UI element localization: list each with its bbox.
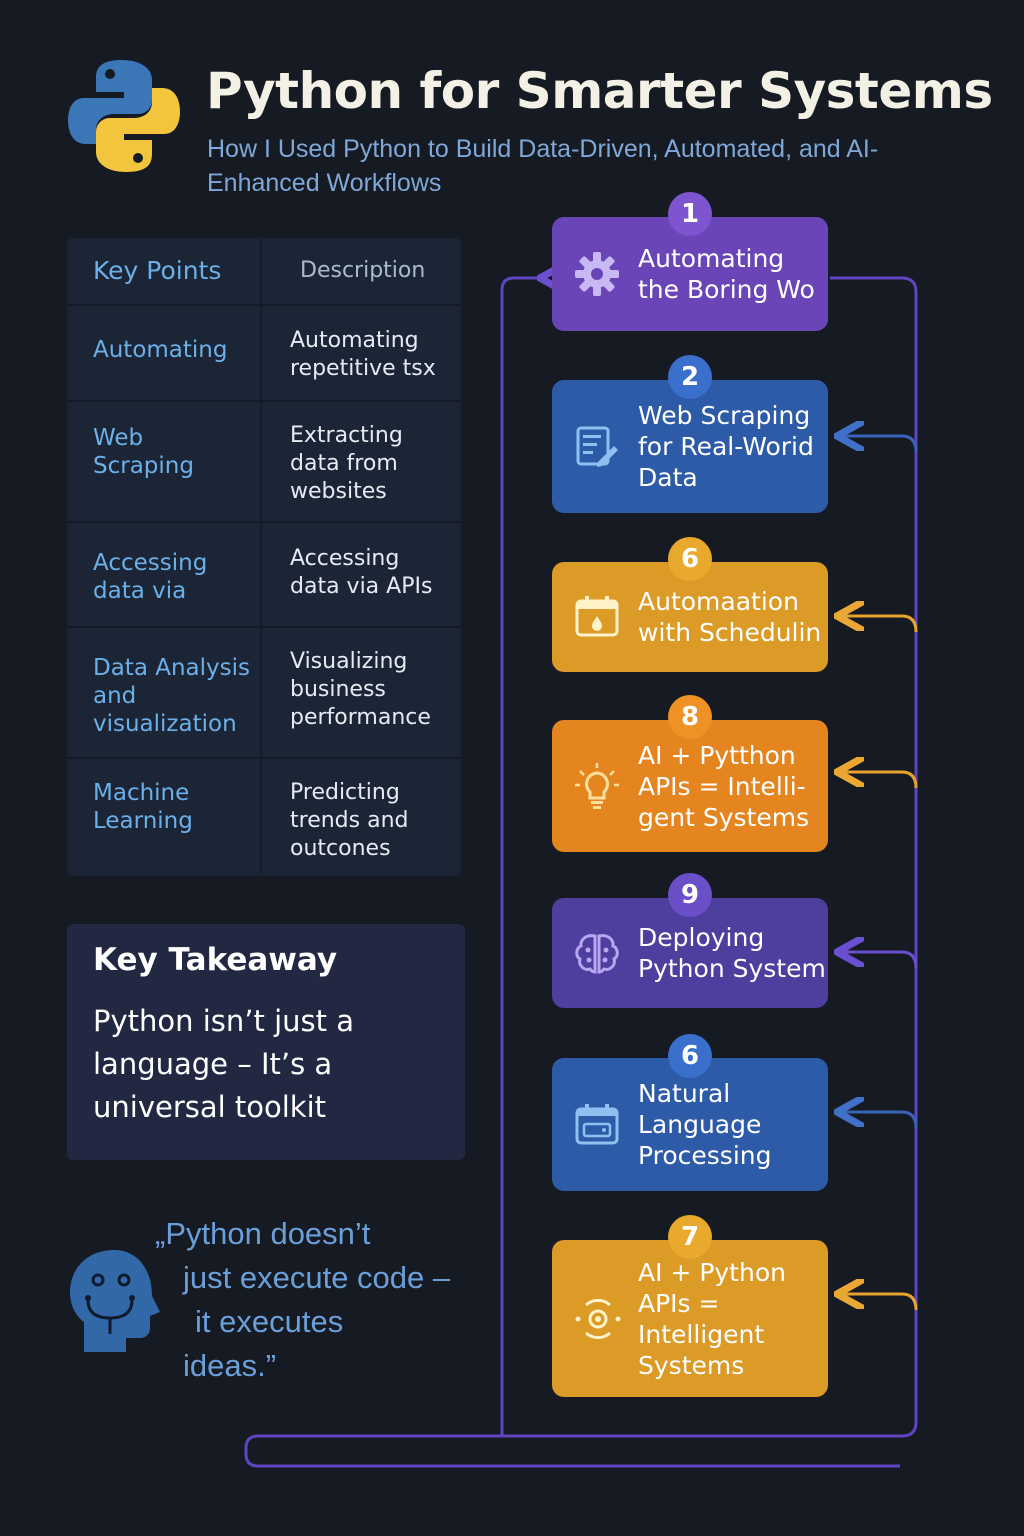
connector-to-step-6a (840, 616, 918, 633)
key-points-table: Key Points Description Automating Automa… (67, 238, 461, 876)
step-number-badge: 7 (668, 1215, 712, 1259)
step-label: Web Scraping for Real-Worid Data (638, 401, 814, 492)
step-number-badge: 6 (668, 1034, 712, 1078)
step-number-badge: 2 (668, 355, 712, 399)
step-card-web-scraping[interactable]: Web Scraping for Real-Worid Data (552, 380, 828, 513)
table-cell-description: Extracting data from websites (260, 402, 461, 521)
table-cell-point: Machine Learning (93, 780, 193, 834)
step-label: Automating the Boring Wo (638, 244, 815, 304)
connector-to-step-2 (840, 436, 918, 453)
step-number-badge: 9 (668, 873, 712, 917)
calendar-icon (575, 596, 619, 637)
table-cell-description: Accessing data via APIs (260, 523, 461, 626)
quote-line: „Python doesn’t (155, 1216, 371, 1251)
table-cell-description: Predicting trends and outcones (260, 759, 461, 874)
step-label: Deploying Python System (638, 923, 826, 983)
step-number-badge: 1 (668, 192, 712, 236)
quote-line: it executes (195, 1304, 344, 1339)
gear-icon (575, 252, 619, 296)
lightbulb-icon (575, 763, 619, 809)
takeaway-title: Key Takeaway (93, 942, 338, 978)
table-cell-point: Automating (93, 337, 228, 363)
head-idea-icon (70, 1250, 160, 1352)
connector-to-step-8 (840, 772, 918, 789)
table-row: Accessing data via Accessing data via AP… (67, 523, 461, 628)
table-row: Web Scraping Extracting data from websit… (67, 402, 461, 523)
table-cell-point: Accessing data via (93, 550, 208, 604)
step-label: Automaation with Schedulin (638, 587, 822, 647)
step-card-ai-intelligent[interactable]: AI + Python APIs = Intelligent Systems (552, 1240, 828, 1397)
quote-line: ideas.” (183, 1348, 277, 1383)
step-card-nlp[interactable]: Natural Language Processing (552, 1058, 828, 1191)
step-number-badge: 8 (668, 695, 712, 739)
table-cell-point: Web Scraping (93, 425, 194, 479)
document-edit-icon (576, 426, 618, 467)
table-header-description: Description (260, 238, 461, 304)
step-label: AI + Python APIs = Intelligent Systems (638, 1257, 786, 1380)
table-row: Automating Automating repetitive tsx (67, 306, 461, 402)
key-takeaway-card: Key Takeaway Python isn’t just a languag… (67, 924, 465, 1160)
step-number-badge: 6 (668, 537, 712, 581)
table-row: Data Analysis and visualization Visualiz… (67, 628, 461, 759)
page-subtitle: How I Used Python to Build Data-Driven, … (207, 135, 879, 197)
takeaway-body: Python isn’t just a language – It’s a un… (93, 1004, 354, 1124)
page-title: Python for Smarter Systems (206, 62, 993, 120)
step-label: Natural Language Processing (638, 1079, 772, 1170)
table-header-key-points: Key Points (93, 256, 222, 285)
table-cell-description: Automating repetitive tsx (260, 306, 461, 400)
step-label: AI + Pytthon APIs = Intelli-gent Systems (638, 740, 810, 832)
table-cell-point: Data Analysis and visualization (93, 655, 250, 737)
connector-to-step-9 (840, 952, 918, 969)
quote-line: just execute code – (183, 1260, 451, 1295)
table-row: Machine Learning Predicting trends and o… (67, 759, 461, 874)
calendar-screen-icon (575, 1103, 619, 1144)
step-card-ai-apis[interactable]: AI + Pytthon APIs = Intelli-gent Systems (552, 720, 828, 852)
python-logo-icon (68, 60, 180, 172)
quote: „Python doesn’t just execute code – it e… (155, 1212, 485, 1388)
table-cell-description: Visualizing business performance (260, 628, 461, 757)
table-header-row: Key Points Description (67, 238, 461, 306)
orbit-icon (575, 1298, 621, 1339)
connector-to-step-7 (840, 1294, 918, 1311)
brain-icon (575, 934, 619, 974)
connector-to-step-6b (840, 1112, 918, 1129)
step-card-automating[interactable]: Automating the Boring Wo (552, 217, 828, 331)
